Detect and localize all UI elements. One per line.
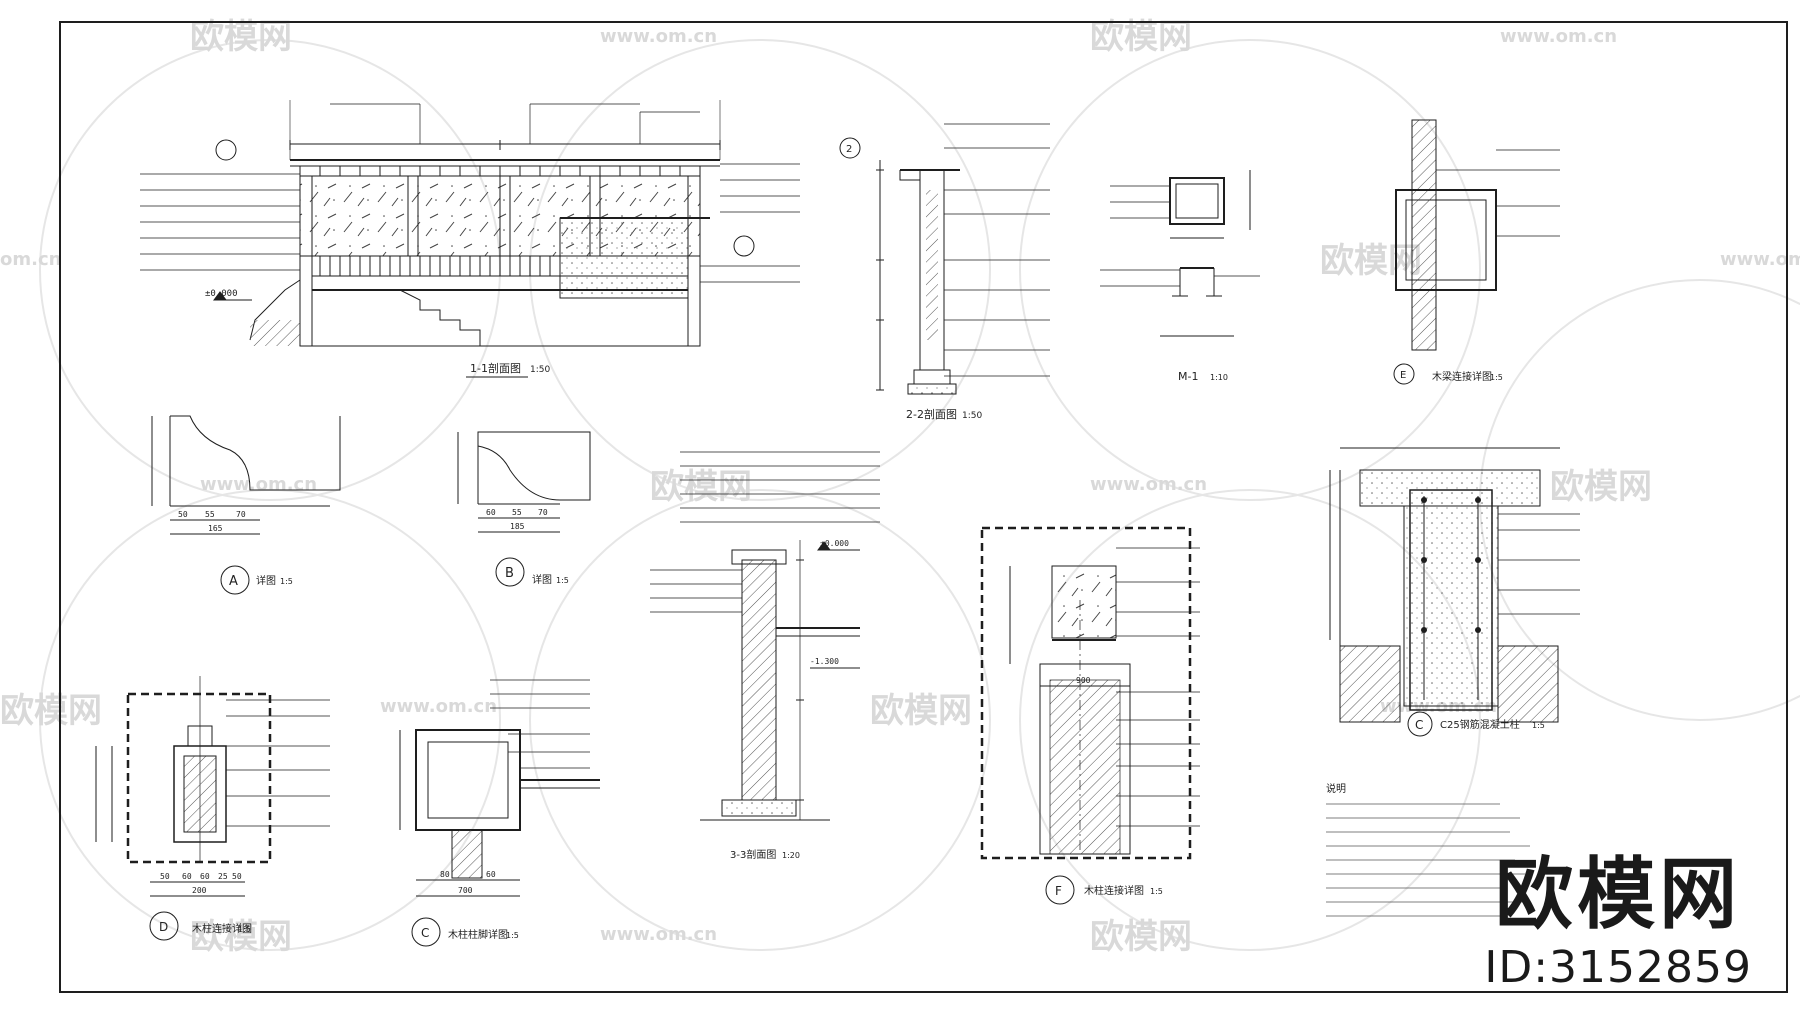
level-mark: -1.300 [810,657,839,666]
notes-title: 说明 [1326,782,1346,795]
drawing-scale: 1:5 [1532,721,1545,730]
detail-marker: A [229,574,238,589]
dim-label: 165 [208,524,223,533]
dim-label: 200 [192,886,207,895]
drawing-scale: 1:20 [782,851,800,860]
rafter-ticks [299,166,701,176]
detail-caption: 木梁连接详图 [1432,370,1492,383]
dim-label: 60 [182,872,192,881]
watermark-site: www.om.cn [200,474,317,495]
dim-label: 55 [205,510,215,519]
watermark-brand: 欧模网 [1090,917,1192,957]
detail-caption: 木柱柱脚详图 [448,928,508,941]
drawing-title: M-1 [1178,370,1198,383]
drawing-scale: 1:5 [280,577,293,586]
dim-label: 80 [440,870,450,879]
leader-lines [140,103,800,283]
corner-brand: 欧模网 ID:3152859 [1484,856,1752,993]
dim-label: 50 [232,872,242,881]
detail-marker: C [1415,718,1423,732]
watermark-brand: 欧模网 [870,691,972,731]
watermark-site: www.om.cn [1500,26,1617,47]
dim-label: 25 [218,872,228,881]
dim-label: 50 [160,872,170,881]
dim-label: 185 [510,522,525,531]
detail-marker: C [421,926,429,940]
detail-f: 900 F 木柱连接详图 1:5 [980,526,1200,905]
dim-label: 55 [512,508,522,517]
detail-e: E 木梁连接详图 1:5 [1393,119,1560,385]
drawing-scale: 1:5 [1150,887,1163,896]
dim-label: 60 [200,872,210,881]
watermark-brand: 欧模网 [190,17,292,57]
drawing-title: 3-3剖面图 [730,848,776,861]
watermark-site: www.om.cn [380,696,497,717]
drawing-title: 2-2剖面图 [906,407,957,421]
section-2-2: 2 2-2剖面图 1:50 [839,123,1050,421]
watermark-site: om.cn [0,249,61,270]
section-3-3: ±0.000 -1.300 3-3剖面图 1:20 [650,451,880,861]
brand-logo-text: 欧模网 [1495,850,1742,940]
drawing-scale: 1:5 [506,931,519,940]
detail-caption: 木柱连接详图 [1084,884,1144,897]
watermark-brand: 欧模网 [650,467,752,507]
drawing-scale: 1:50 [530,365,550,375]
detail-marker: D [159,920,168,934]
level-mark: ±0.000 [205,289,238,299]
detail-b: 60 55 70 185 B 详图 1:5 [457,431,591,587]
drawing-scale: 1:50 [962,411,982,421]
detail-caption: 木柱连接详图 [192,922,252,935]
detail-caption: C25钢筋混凝土柱 [1440,718,1520,731]
watermark-brand: 欧模网 [1320,241,1422,281]
detail-d: 50 60 60 25 50 200 D 木柱连接详图 1:5 [95,676,330,941]
detail-marker: B [505,566,514,581]
detail-caption: 详图 [256,574,276,587]
watermark-brand: 欧模网 [0,691,102,731]
dim-label: 60 [486,870,496,879]
dim-label: 70 [236,510,246,519]
dim-label: 60 [486,508,496,517]
watermark-circles [39,39,1800,951]
drawing-scale: 1:5 [238,925,251,934]
watermark-brand: 欧模网 [1550,467,1652,507]
drawing-scale: 1:5 [556,576,569,585]
watermark-brand: 欧模网 [1090,17,1192,57]
detail-m1: M-1 1:10 [1100,170,1260,383]
model-id: ID:3152859 [1484,942,1752,993]
watermark-layer: 欧模网 www.om.cn 欧模网 www.om.cn om.cn 欧模网 ww… [0,17,1800,957]
watermark-site: www.om.cn [1090,474,1207,495]
watermark-brand: 欧模网 [190,917,292,957]
detail-caption: 详图 [532,573,552,586]
watermark-site: www.om.cn [600,924,717,945]
detail-marker: E [1400,370,1406,381]
dim-label: 50 [178,510,188,519]
detail-marker: F [1055,884,1062,898]
dim-label: 900 [1076,676,1091,685]
railing-balusters [319,256,551,276]
detail-a: 50 55 70 165 A 详图 1:5 [151,415,341,595]
section-1-1: ±0.000 1-1剖面图 1:50 [140,100,800,378]
drawing-title: 1-1剖面图 [470,361,521,375]
detail-c: 80 60 700 C 木柱柱脚详图 1:5 [399,679,600,947]
dim-label: 700 [458,886,473,895]
watermark-site: www.om.cn [600,26,717,47]
notes-block: 说明 [1326,782,1530,917]
rebar-dots [1421,497,1481,633]
level-mark: ±0.000 [820,539,849,548]
dim-label: 70 [538,508,548,517]
sheet-border [59,21,1788,993]
section-marker: 2 [846,144,852,155]
drawing-scale: 1:5 [1490,373,1503,382]
detail-c25: C C25钢筋混凝土柱 1:5 [1329,447,1580,737]
watermark-site: www.om.cn [1720,249,1800,270]
drawing-scale: 1:10 [1210,373,1228,382]
